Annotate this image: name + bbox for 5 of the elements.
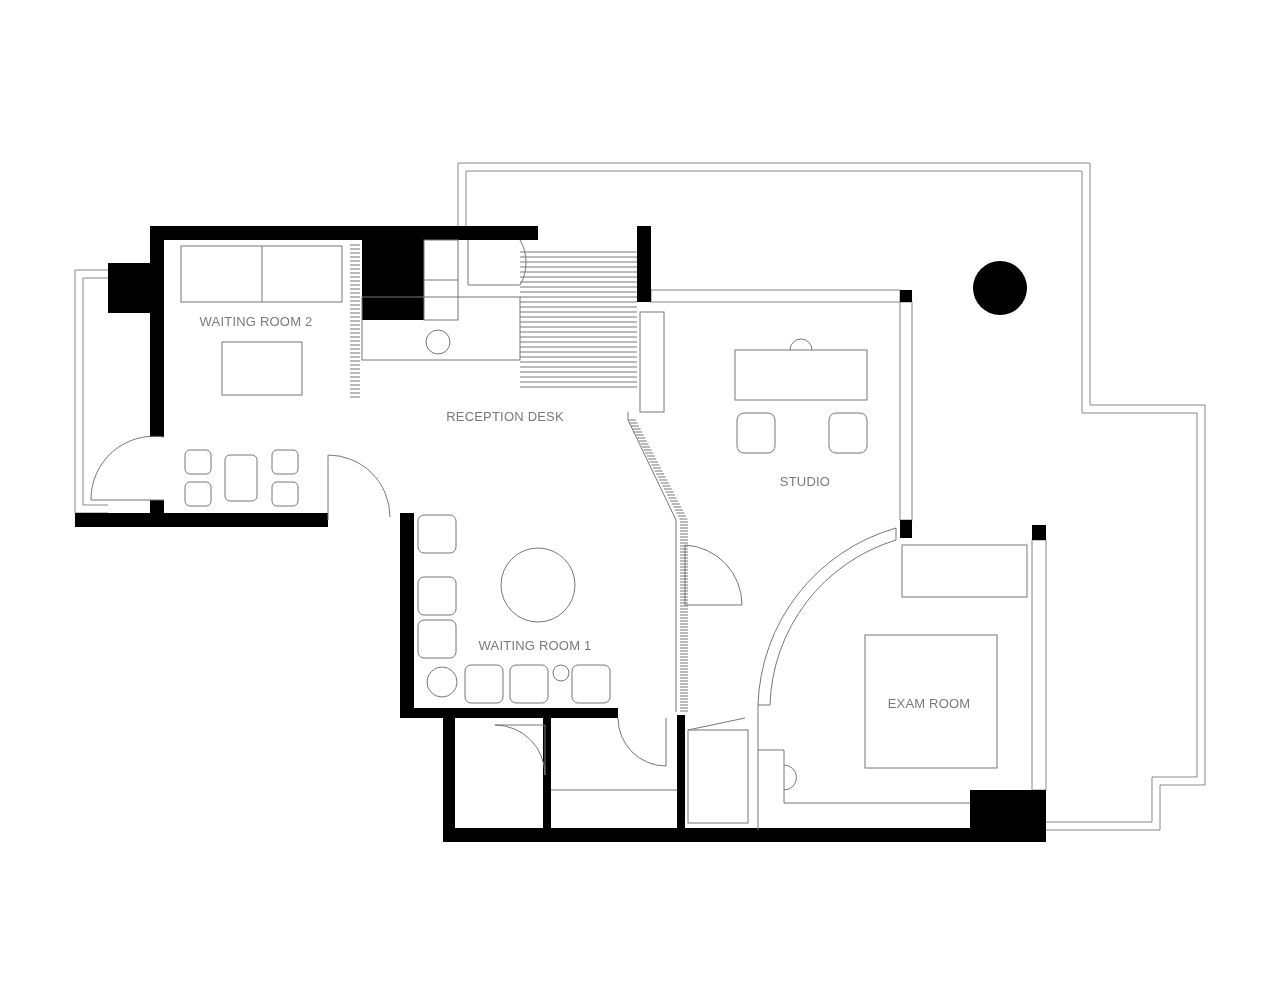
room-label: RECEPTION DESK bbox=[446, 408, 564, 424]
room-label: WAITING ROOM 1 bbox=[478, 637, 592, 653]
room-label: WAITING ROOM 2 bbox=[199, 313, 313, 329]
room-label: EXAM ROOM bbox=[887, 695, 971, 711]
room-label: STUDIO bbox=[779, 473, 831, 489]
